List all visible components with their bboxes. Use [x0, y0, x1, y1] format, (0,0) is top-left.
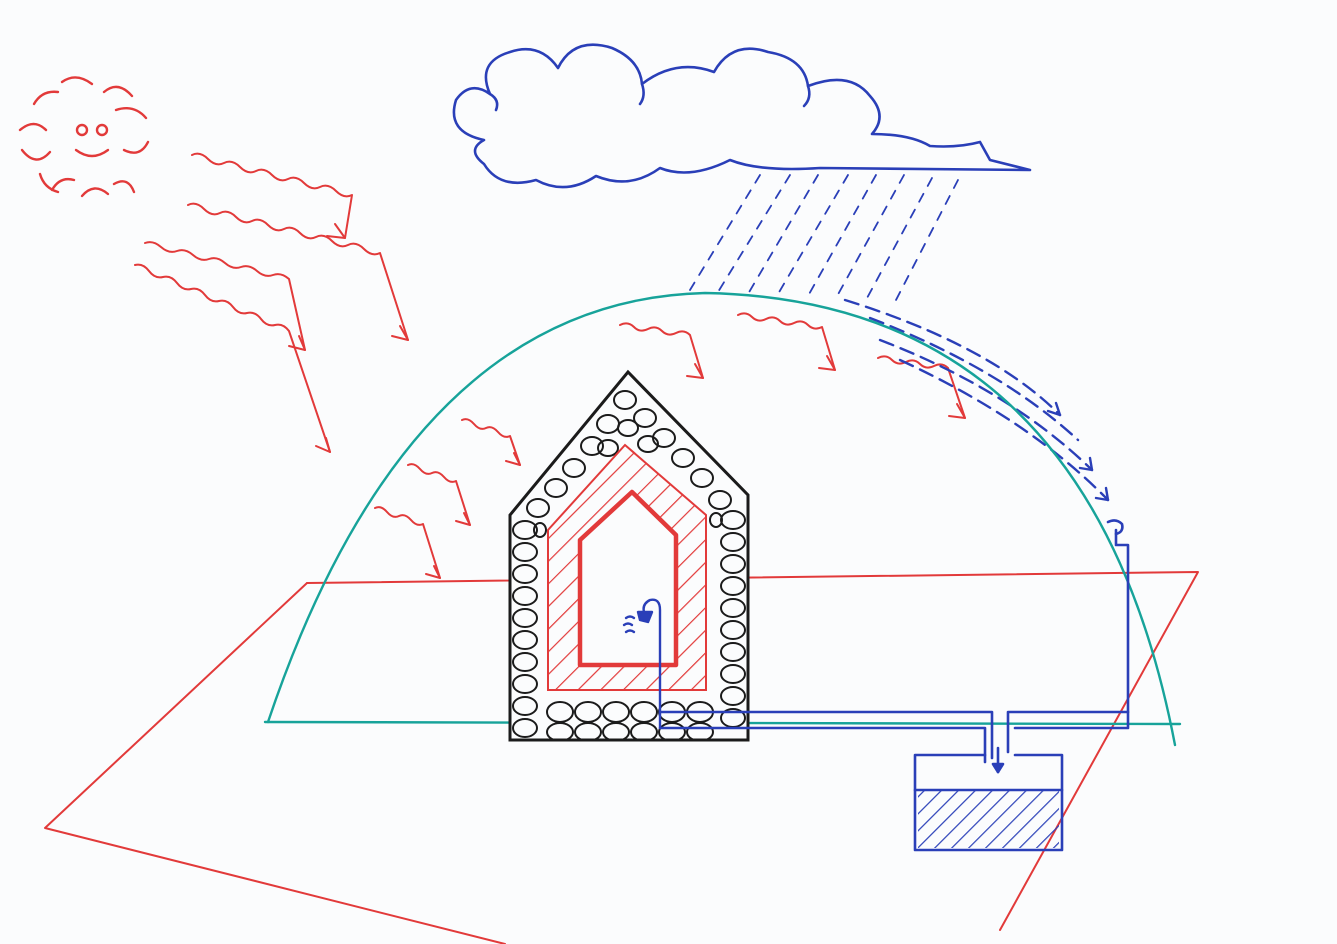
cloud-icon: [454, 45, 1030, 187]
sun-icon: [20, 77, 148, 196]
stone-house: [510, 372, 748, 741]
rain: [690, 175, 958, 300]
water-cistern: [915, 755, 1062, 850]
